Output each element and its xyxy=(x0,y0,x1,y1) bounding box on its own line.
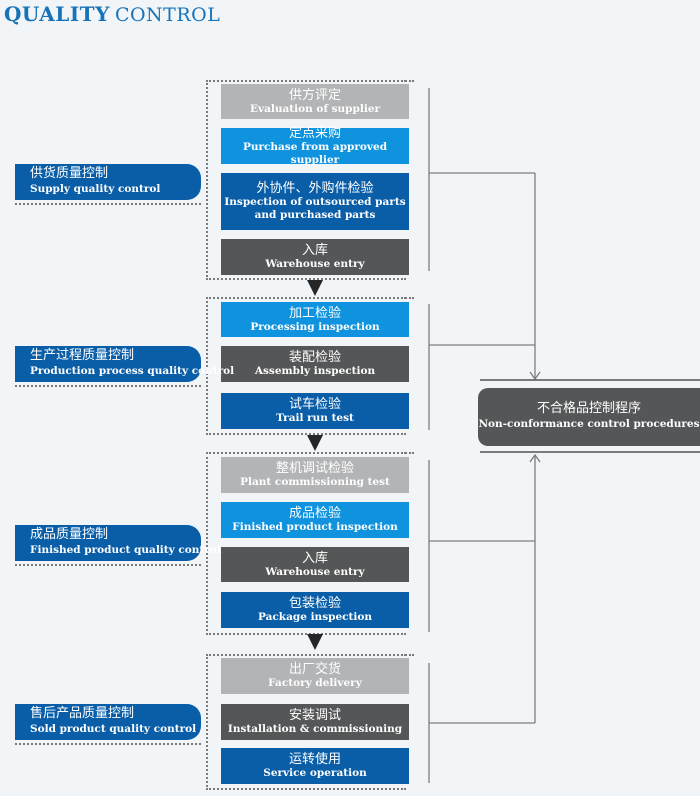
step-purchase: 定点采购 Purchase from approved supplier xyxy=(221,125,409,166)
step-trail-run-test: 试车检验 Trail run test xyxy=(221,393,409,429)
stage-label-cn: 生产过程质量控制 xyxy=(30,348,135,363)
step-warehouse-entry: 入库 Warehouse entry xyxy=(221,239,409,275)
step-evaluation-of-supplier: 供方评定 Evaluation of supplier xyxy=(221,84,409,119)
step-en: Purchase from approved supplier xyxy=(242,140,388,166)
step-cn: 加工检验 xyxy=(288,305,341,321)
step-cn: 安装调试 xyxy=(288,708,341,723)
step-cn: 外协件、外购件检验 xyxy=(256,181,374,196)
step-en: Service operation xyxy=(263,767,367,779)
stage-1-frame xyxy=(206,80,414,280)
nonconformance-box: 不合格品控制程序 Non-conformance control procedu… xyxy=(478,388,700,446)
stage-label-production: 生产过程质量控制 Production process quality cont… xyxy=(15,346,235,387)
title-bold: QUALITY xyxy=(4,2,110,26)
stage-label-en: Finished product quality control xyxy=(30,544,221,556)
step-en: Inspection of outsourced parts and purch… xyxy=(224,196,406,221)
step-cn: 成品检验 xyxy=(288,506,341,521)
step-plant-commissioning: 整机调试检验 Plant commissioning test xyxy=(221,457,409,493)
step-en: Assembly inspection xyxy=(254,365,376,377)
stage-label-sold: 售后产品质量控制 Sold product quality control xyxy=(15,704,201,745)
step-service-operation: 运转使用 Service operation xyxy=(221,748,409,784)
stage-label-en: Sold product quality control xyxy=(30,723,197,735)
stage-label-supply: 供货质量控制 Supply quality control xyxy=(15,164,201,205)
step-en: Processing inspection xyxy=(250,320,380,333)
step-finished-product-inspection: 成品检验 Finished product inspection xyxy=(221,502,409,538)
step-installation-commissioning: 安装调试 Installation & commissioning xyxy=(221,704,409,740)
stage-label-cn: 供货质量控制 xyxy=(30,166,109,181)
step-factory-delivery: 出厂交货 Factory delivery xyxy=(221,658,409,694)
stage-2-frame xyxy=(206,297,414,435)
step-cn: 试车检验 xyxy=(288,397,341,412)
title-rest: CONTROL xyxy=(114,4,221,26)
step-en: Warehouse entry xyxy=(265,565,365,578)
nonconformance-cn: 不合格品控制程序 xyxy=(536,401,641,416)
step-processing-inspection: 加工检验 Processing inspection xyxy=(221,302,409,337)
step-warehouse-entry: 入库 Warehouse entry xyxy=(221,547,409,582)
step-en: Plant commissioning test xyxy=(240,476,390,488)
step-en: Finished product inspection xyxy=(232,521,398,533)
step-cn: 包装检验 xyxy=(288,596,341,611)
step-assembly-inspection: 装配检验 Assembly inspection xyxy=(221,346,409,382)
stage-4-frame xyxy=(206,654,414,790)
stage-label-en: Supply quality control xyxy=(30,183,161,195)
stage-label-cn: 售后产品质量控制 xyxy=(30,706,135,721)
step-en: Evaluation of supplier xyxy=(249,102,381,115)
step-cn: 整机调试检验 xyxy=(275,461,354,476)
down-arrow-icon xyxy=(307,634,323,650)
step-package-inspection: 包装检验 Package inspection xyxy=(221,592,409,628)
step-cn: 供方评定 xyxy=(288,87,341,103)
nonconformance-en: Non-conformance control procedures xyxy=(478,418,700,430)
step-cn: 入库 xyxy=(301,243,328,258)
step-en: Warehouse entry xyxy=(265,258,365,270)
stage-3-frame xyxy=(206,452,414,635)
step-cn: 入库 xyxy=(301,550,328,566)
step-en: Factory delivery xyxy=(268,677,362,689)
step-cn: 运转使用 xyxy=(288,752,341,767)
stage-label-cn: 成品质量控制 xyxy=(30,527,109,542)
page-title: QUALITY CONTROL xyxy=(4,2,220,28)
step-en: Trail run test xyxy=(276,412,354,424)
stage-label-finished: 成品质量控制 Finished product quality control xyxy=(15,525,221,566)
stage-label-en: Production process quality control xyxy=(30,365,235,377)
step-cn: 装配检验 xyxy=(288,350,341,365)
down-arrow-icon xyxy=(307,435,323,451)
step-en: Package inspection xyxy=(258,611,372,623)
step-inspection-outsourced: 外协件、外购件检验 Inspection of outsourced parts… xyxy=(221,173,409,230)
step-en: Installation & commissioning xyxy=(227,723,403,735)
step-cn: 出厂交货 xyxy=(288,662,341,677)
down-arrow-icon xyxy=(307,280,323,296)
step-cn: 定点采购 xyxy=(288,125,341,141)
